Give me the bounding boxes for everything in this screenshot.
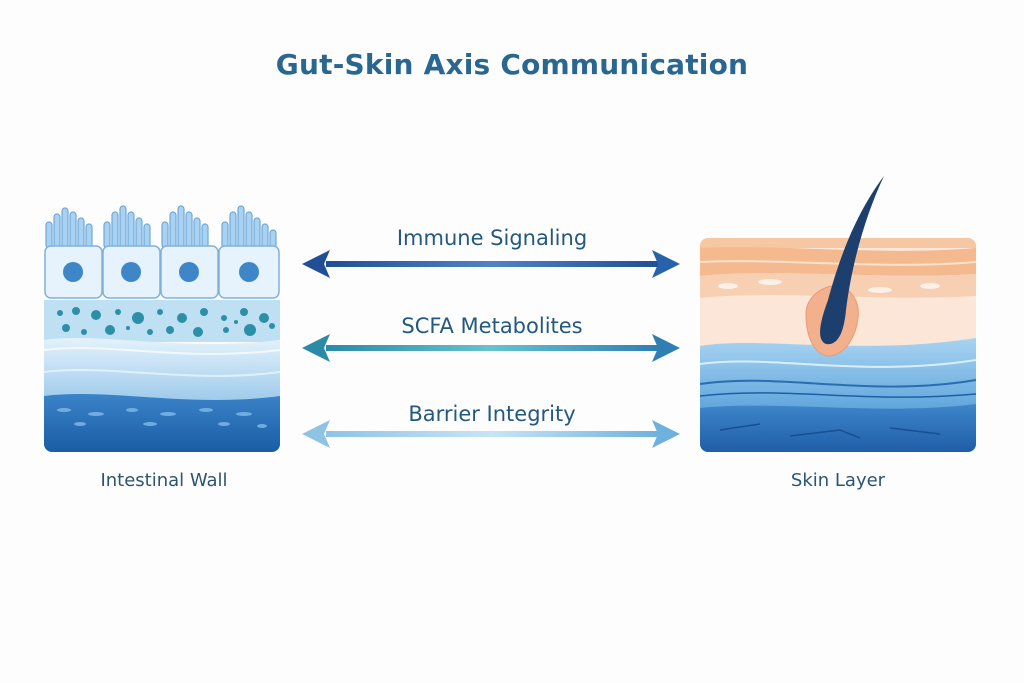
skin-layer-illustration bbox=[700, 238, 976, 452]
barrier-integrity-label: Barrier Integrity bbox=[408, 402, 576, 426]
muscularis-layer bbox=[44, 394, 280, 452]
lamina-propria bbox=[44, 300, 280, 342]
diagram-title: Gut-Skin Axis Communication bbox=[275, 48, 749, 81]
immune-signaling-label: Immune Signaling bbox=[396, 226, 588, 250]
intestinal-wall-illustration bbox=[44, 200, 280, 452]
scfa-metabolites-arrow bbox=[302, 334, 680, 362]
epidermis-layer bbox=[700, 247, 976, 276]
hair-shaft bbox=[820, 176, 884, 345]
intestinal-wall-label: Intestinal Wall bbox=[100, 470, 228, 491]
scfa-metabolites-label: SCFA Metabolites bbox=[401, 314, 583, 338]
epithelial-cells bbox=[44, 245, 280, 299]
skin-layer-label: Skin Layer bbox=[790, 470, 886, 491]
hypodermis-layer bbox=[700, 404, 976, 452]
immune-signaling-arrow bbox=[302, 250, 680, 278]
dermis-layer bbox=[700, 338, 976, 410]
barrier-integrity-arrow bbox=[302, 420, 680, 448]
bacteria-dots bbox=[57, 307, 275, 337]
